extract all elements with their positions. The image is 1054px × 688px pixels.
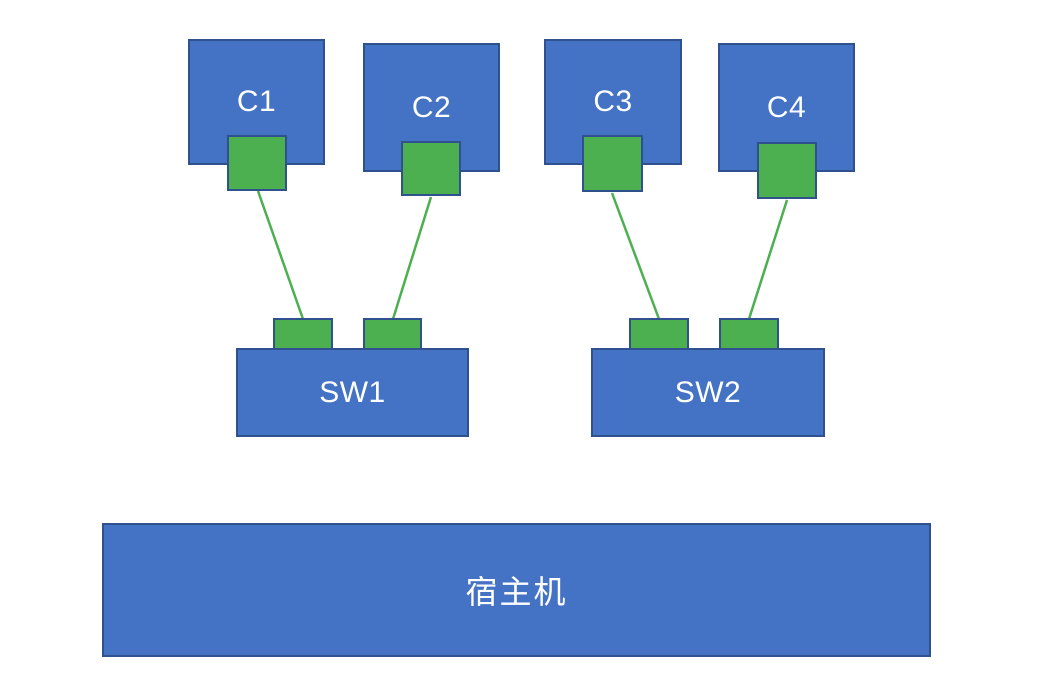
switch-sw1-label: SW1 <box>319 375 386 409</box>
container-c4-label: C4 <box>766 90 807 124</box>
link-c3-sw2 <box>610 192 661 320</box>
switch-sw2-box: SW2 <box>591 348 825 437</box>
switch-sw2-label: SW2 <box>674 375 742 409</box>
switch-sw1-box: SW1 <box>236 348 469 437</box>
link-c2-sw1 <box>391 196 433 320</box>
container-c4-nic-square <box>757 142 817 199</box>
container-c2-label: C2 <box>411 90 452 124</box>
host-machine-label: 宿主机 <box>465 574 568 610</box>
container-c3-label: C3 <box>593 85 633 118</box>
container-c2-nic-square <box>401 141 461 196</box>
container-c1-label: C1 <box>236 85 277 118</box>
container-c1-nic-square <box>227 135 287 191</box>
container-c4-box: C4 <box>718 43 855 172</box>
link-c1-sw1 <box>256 190 305 320</box>
container-c3-nic-square <box>582 135 643 192</box>
link-c4-sw2 <box>747 199 789 320</box>
host-machine-box: 宿主机 <box>102 523 931 657</box>
